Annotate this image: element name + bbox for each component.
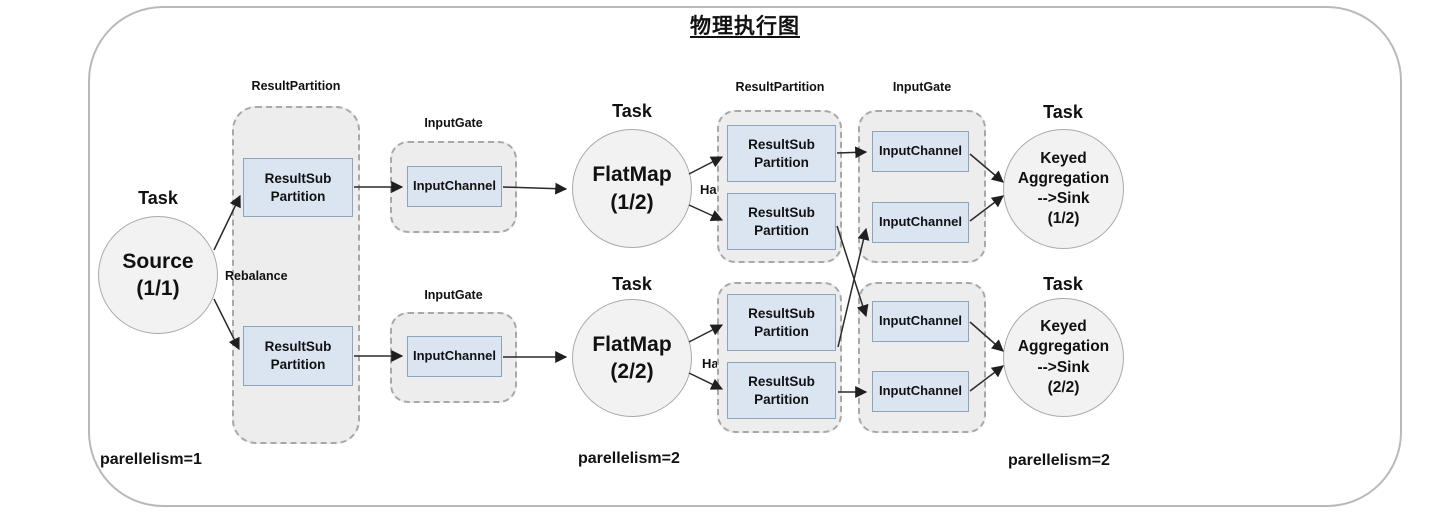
source-node-index: (1/1)	[136, 277, 180, 300]
source-result-partition-label: ResultPartition	[251, 79, 341, 93]
flatmap1-result-sub-partition-2: ResultSub Partition	[727, 193, 836, 250]
agg1-line3: -->Sink	[1037, 190, 1090, 207]
agg1-task-label: Task	[1043, 102, 1083, 122]
agg2-index: (2/2)	[1047, 378, 1080, 396]
flatmap-result-partition-label: ResultPartition	[735, 80, 825, 94]
source-task-label: Task	[138, 188, 178, 208]
agg1-line2: Aggregation	[1017, 169, 1110, 187]
agg2-task-label: Task	[1043, 274, 1083, 294]
agg-input-gate-label: InputGate	[892, 80, 952, 94]
agg2-node: Keyed Aggregation -->Sink (2/2)	[1003, 298, 1124, 417]
agg2-input-channel-1: InputChannel	[872, 301, 969, 342]
flatmap2-result-sub-partition-2: ResultSub Partition	[727, 362, 836, 419]
agg2-input-channel-2: InputChannel	[872, 371, 969, 412]
flatmap2-input-channel: InputChannel	[407, 336, 502, 377]
flatmap1-result-sub-partition-1: ResultSub Partition	[727, 125, 836, 182]
flatmap2-node-index: (2/2)	[610, 360, 654, 383]
source-node: Source (1/1)	[98, 216, 218, 334]
parallelism-source-label: parellelism=1	[100, 451, 202, 468]
diagram-outer-frame	[88, 6, 1402, 507]
source-result-sub-partition-2: ResultSub Partition	[243, 326, 353, 386]
flatmap2-node: FlatMap (2/2)	[572, 299, 692, 417]
flatmap1-node-name: FlatMap	[592, 163, 672, 187]
agg1-node: Keyed Aggregation -->Sink (1/2)	[1003, 129, 1124, 249]
parallelism-sink-label: parellelism=2	[1008, 452, 1110, 469]
source-node-name: Source	[122, 249, 194, 273]
flatmap2-input-gate-label: InputGate	[424, 288, 483, 302]
source-result-sub-partition-1: ResultSub Partition	[243, 158, 353, 217]
agg1-line1: Keyed	[1040, 149, 1087, 167]
parallelism-flatmap-label: parellelism=2	[578, 450, 680, 467]
agg2-line2: Aggregation	[1017, 338, 1110, 356]
flatmap2-node-name: FlatMap	[592, 332, 672, 356]
agg1-input-channel-2: InputChannel	[872, 202, 969, 243]
flatmap1-input-gate-label: InputGate	[424, 116, 483, 130]
agg1-input-channel-1: InputChannel	[872, 131, 969, 172]
agg2-line1: Keyed	[1040, 318, 1087, 336]
rebalance-edge-label: Rebalance	[225, 269, 288, 283]
flatmap1-input-channel: InputChannel	[407, 166, 502, 207]
flatmap1-task-label: Task	[612, 101, 652, 121]
agg2-line3: -->Sink	[1037, 358, 1090, 376]
flatmap2-result-sub-partition-1: ResultSub Partition	[727, 294, 836, 351]
flatmap2-task-label: Task	[612, 274, 652, 294]
agg1-index: (1/2)	[1047, 210, 1080, 228]
flatmap1-node-index: (1/2)	[610, 190, 654, 214]
flatmap1-node: FlatMap (1/2)	[572, 129, 692, 248]
diagram-title: 物理执行图	[690, 15, 800, 38]
